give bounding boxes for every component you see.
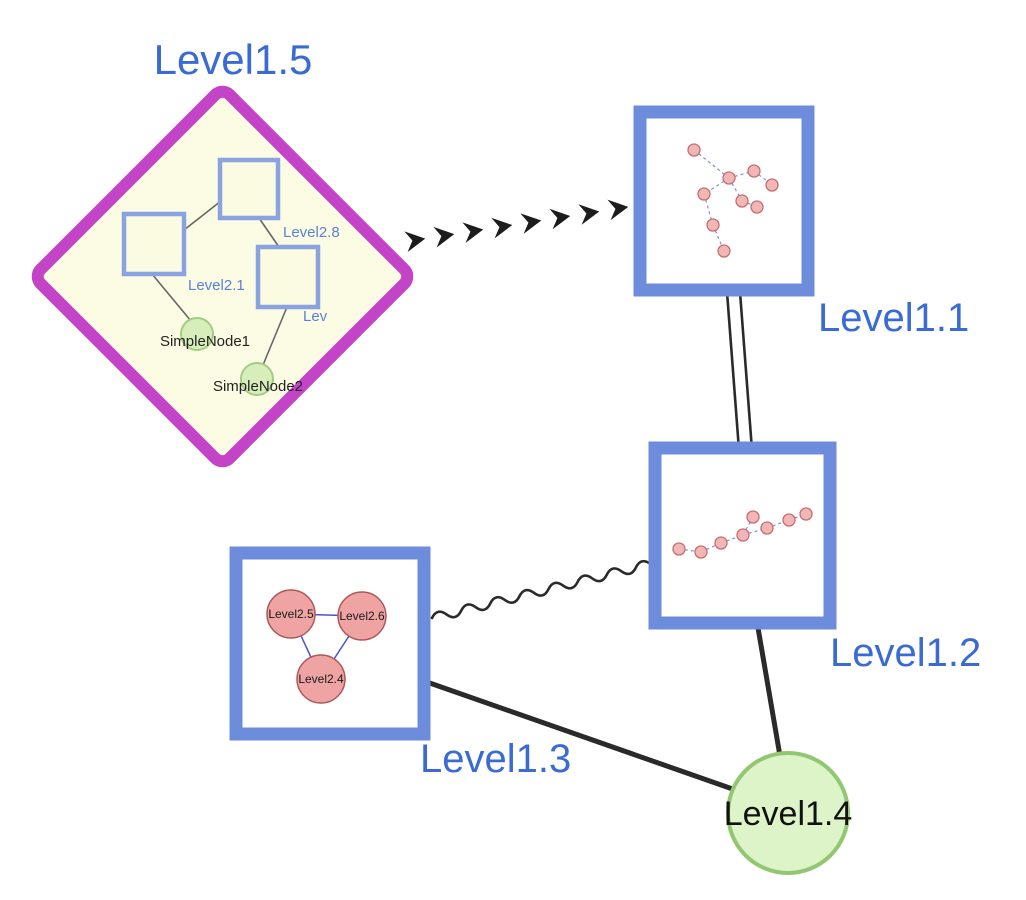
- mini-node[interactable]: [760, 521, 774, 535]
- node-level14[interactable]: Level1.4: [724, 751, 853, 875]
- mini-node[interactable]: [736, 528, 750, 542]
- arrowhead-icon: [404, 228, 427, 252]
- mini-node[interactable]: [750, 200, 764, 214]
- edge-level13-level12[interactable]: [430, 559, 652, 623]
- mini-node[interactable]: [747, 164, 761, 178]
- node-level2-1[interactable]: [121, 211, 187, 277]
- node-label-level2-6: Level2.6: [339, 609, 385, 623]
- mini-node[interactable]: [765, 178, 779, 192]
- node-level2-8[interactable]: [217, 157, 281, 221]
- mini-node[interactable]: [714, 536, 728, 550]
- label-level15: Level1.5: [154, 36, 313, 83]
- edge-level11-level12[interactable]: [725, 291, 754, 451]
- label-level12: Level1.2: [830, 631, 981, 675]
- arrowhead-icon: [607, 196, 630, 221]
- node-level13[interactable]: Level2.5 Level2.6 Level2.4: [229, 546, 431, 741]
- node-level11[interactable]: [633, 105, 815, 297]
- mini-node[interactable]: [722, 171, 736, 185]
- arrowhead-icon: [549, 205, 572, 230]
- node-level2-lev[interactable]: [255, 244, 321, 310]
- node-label-level2-truncated: Lev: [303, 308, 328, 325]
- mini-node[interactable]: [672, 542, 686, 556]
- node-level2-4[interactable]: [296, 654, 346, 704]
- edge-level12-level14[interactable]: [754, 619, 783, 759]
- edge-line: [738, 291, 754, 451]
- group-node-level15[interactable]: Level2.8 Level2.1 Lev SimpleNode1 Simple…: [31, 85, 414, 468]
- edge-line: [725, 291, 741, 451]
- mini-node[interactable]: [746, 510, 760, 524]
- mini-node[interactable]: [687, 143, 701, 157]
- level15-inner-edges: [151, 200, 288, 366]
- node-level2-6[interactable]: [337, 591, 387, 641]
- diamond-shape[interactable]: [31, 85, 414, 468]
- mini-node[interactable]: [799, 507, 813, 521]
- node-level2-5[interactable]: [266, 589, 316, 639]
- node-level12[interactable]: [648, 441, 837, 630]
- node-label-level2-1: Level2.1: [188, 277, 245, 294]
- node-level13-box[interactable]: [229, 546, 431, 741]
- label-level13: Level1.3: [420, 737, 571, 781]
- mini-node[interactable]: [782, 513, 796, 527]
- arrowhead-icon: [462, 219, 485, 243]
- edge-level13-level14[interactable]: [421, 678, 747, 796]
- arrowhead-icon: [578, 201, 601, 225]
- arrowhead-icon: [520, 210, 543, 234]
- node-label-simplenode2: SimpleNode2: [213, 378, 303, 395]
- label-level14: Level1.4: [724, 795, 853, 833]
- edge-level15-level11[interactable]: [404, 192, 657, 252]
- arrowhead-icon: [433, 223, 456, 248]
- mini-node[interactable]: [717, 244, 731, 258]
- mini-node[interactable]: [694, 545, 708, 559]
- label-level11: Level1.1: [818, 296, 969, 340]
- node-level14-circle[interactable]: [726, 751, 850, 875]
- node-label-level2-4: Level2.4: [298, 672, 344, 686]
- node-label-level2-8: Level2.8: [283, 224, 340, 241]
- mini-node[interactable]: [697, 187, 711, 201]
- level11-inner-nodes: [687, 143, 779, 258]
- level12-inner-nodes: [672, 507, 813, 559]
- node-simplenode2[interactable]: [240, 362, 274, 396]
- node-label-level2-5: Level2.5: [268, 607, 314, 621]
- node-level11-box[interactable]: [633, 105, 815, 297]
- mini-node[interactable]: [706, 218, 720, 232]
- arrowhead-icon: [491, 214, 514, 239]
- mini-node[interactable]: [735, 194, 749, 208]
- node-simplenode1[interactable]: [180, 317, 214, 351]
- node-label-simplenode1: SimpleNode1: [160, 333, 250, 350]
